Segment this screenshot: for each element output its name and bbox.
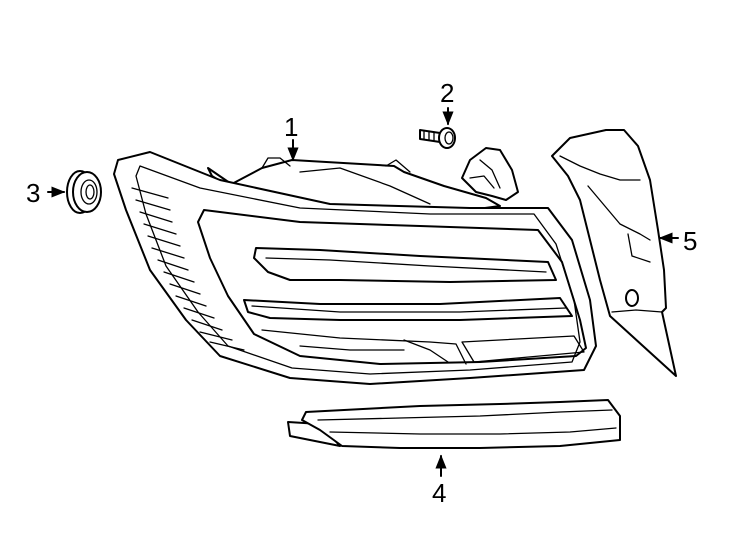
tail-lamp-assembly — [113, 147, 597, 385]
lamp-fins — [131, 187, 245, 351]
callout-arrows — [47, 107, 679, 477]
callout-1: 1 — [284, 112, 298, 142]
grommet — [66, 170, 102, 214]
trim-panel — [551, 129, 677, 377]
screw — [419, 127, 456, 149]
callout-5: 5 — [683, 226, 697, 256]
callout-4: 4 — [432, 478, 446, 508]
callout-3: 3 — [26, 178, 40, 208]
reflector-strip — [287, 399, 621, 449]
callout-2: 2 — [440, 78, 454, 108]
